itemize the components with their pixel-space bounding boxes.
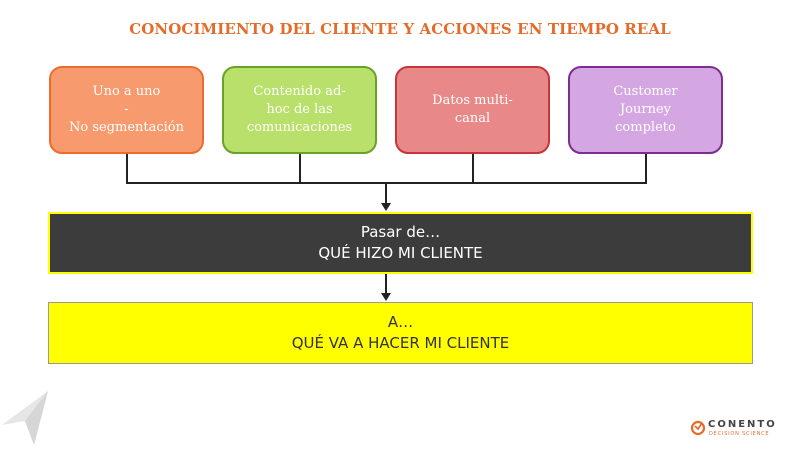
box-label: Datos multi- canal [432,93,513,126]
box-contenido-ad-hoc: Contenido ad- hoc de las comunicaciones [222,66,377,154]
box-customer-journey: Customer Journey completo [568,66,723,154]
band-line-2: QUÉ HIZO MI CLIENTE [318,244,483,262]
arrow-down-icon [381,293,391,301]
band-line-1: A… [387,313,414,331]
box-datos-multicanal: Datos multi- canal [395,66,550,154]
conento-logo: CONENTO DECISION SCIENCE [690,418,795,442]
box-label: Contenido ad- hoc de las comunicaciones [246,84,353,135]
band-line-2: QUÉ VA A HACER MI CLIENTE [291,334,510,352]
arrow-down-icon [381,203,391,211]
box-label: Customer Journey completo [613,84,678,135]
conento-mark-icon [690,420,706,436]
brand-name: CONENTO [708,419,777,430]
band-a: A… QUÉ VA A HACER MI CLIENTE [48,302,753,364]
slide-title: CONOCIMIENTO DEL CLIENTE Y ACCIONES EN T… [129,20,671,38]
brand-tagline: DECISION SCIENCE [709,431,770,437]
box-uno-a-uno: Uno a uno - No segmentación [49,66,204,154]
watermark-logo-icon [2,391,48,445]
box-label: Uno a uno - No segmentación [68,84,185,135]
band-line-1: Pasar de… [360,223,441,241]
band-pasar-de: Pasar de… QUÉ HIZO MI CLIENTE [48,212,753,274]
